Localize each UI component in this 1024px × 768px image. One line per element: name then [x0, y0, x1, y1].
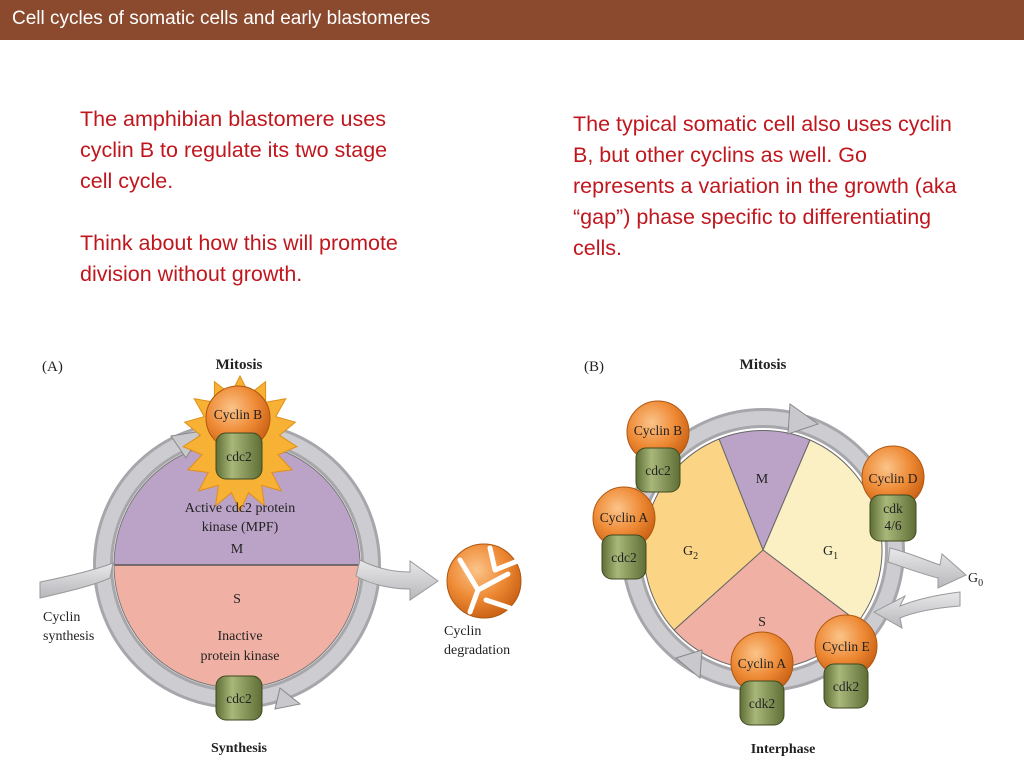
cdc2-top-protein	[215, 432, 263, 480]
b-cyclin-e-label: Cyclin E	[822, 639, 870, 654]
cdc2-top-label: cdc2	[226, 449, 251, 464]
b-cyclin-b-label: Cyclin B	[634, 423, 682, 438]
sector-g1-label: G1	[823, 544, 838, 562]
panel-b-mitosis-label: Mitosis	[740, 357, 787, 373]
cyclin-b-label: Cyclin B	[214, 407, 262, 422]
g0-return-arrow	[872, 591, 961, 629]
b-cdk46-protein	[869, 494, 917, 542]
panel-b: (B) Mitosis M G1 G2 S G0 Cyclin B cdc2 C…	[584, 357, 983, 757]
degraded-cyclin-icon	[446, 543, 523, 619]
b-cdk46-line2: 4/6	[884, 518, 902, 533]
b-cdc2-b-protein	[635, 447, 681, 493]
sector-g2-label: G2	[683, 544, 698, 562]
b-cdk2-e-protein	[823, 663, 869, 709]
inactive-kinase-line1: Inactive	[217, 629, 262, 644]
cyclin-degradation-line2: degradation	[444, 643, 510, 658]
b-cdc2-b-label: cdc2	[645, 463, 670, 478]
panel-b-arrowhead-bottom	[674, 649, 703, 680]
cyclin-synthesis-line1: Cyclin	[43, 610, 80, 625]
b-cdc2-a-label: cdc2	[611, 550, 636, 565]
somatic-paragraph: The typical somatic cell also uses cycli…	[573, 112, 957, 260]
panel-a: (A) Mitosis Cyclin B cdc2 Active cdc2 pr…	[39, 357, 523, 756]
b-cdk2-a-protein	[739, 680, 785, 726]
inactive-kinase-line2: protein kinase	[201, 649, 280, 664]
panel-b-interphase-label: Interphase	[751, 742, 816, 757]
g0-exit-arrow	[887, 547, 967, 589]
slide-title: Cell cycles of somatic cells and early b…	[12, 8, 431, 29]
panel-b-label: (B)	[584, 359, 604, 375]
cyclin-degradation-arrow	[355, 559, 439, 601]
panel-a-s-label: S	[233, 592, 241, 607]
blastomere-paragraph: The amphibian blastomere uses cyclin B t…	[80, 107, 388, 193]
b-cdk46-line1: cdk	[883, 501, 903, 516]
sector-m	[718, 430, 811, 552]
cdc2-bottom-protein	[215, 675, 263, 721]
g0-label: G0	[968, 571, 983, 589]
b-cyclin-a-left-label: Cyclin A	[600, 510, 649, 525]
panel-b-arrowhead-top	[787, 403, 820, 435]
b-cdk2-e-label: cdk2	[833, 679, 859, 694]
b-cdc2-a-protein	[601, 534, 647, 580]
b-cdk2-a-label: cdk2	[749, 696, 775, 711]
sector-s-label: S	[758, 615, 766, 630]
panel-a-label: (A)	[42, 359, 63, 375]
slide-title-bar: Cell cycles of somatic cells and early b…	[0, 0, 1024, 40]
b-cyclin-a-bottom-label: Cyclin A	[738, 656, 787, 671]
panel-a-m-label: M	[231, 542, 244, 557]
cyclin-synthesis-line2: synthesis	[43, 629, 94, 644]
b-cyclin-d-label: Cyclin D	[868, 471, 917, 486]
cyclin-degradation-line1: Cyclin	[444, 624, 481, 639]
sector-m-label: M	[756, 472, 769, 487]
cdc2-bottom-label: cdc2	[226, 691, 251, 706]
active-kinase-line1: Active cdc2 protein	[185, 501, 295, 516]
panel-a-arrowhead-bottom	[274, 687, 302, 710]
active-kinase-line2: kinase (MPF)	[202, 520, 279, 535]
think-paragraph: Think about how this will promote divisi…	[80, 231, 398, 286]
cyclin-synthesis-arrow	[39, 562, 114, 599]
panel-a-mitosis-label: Mitosis	[216, 357, 263, 373]
panel-a-synthesis-label: Synthesis	[211, 741, 268, 756]
